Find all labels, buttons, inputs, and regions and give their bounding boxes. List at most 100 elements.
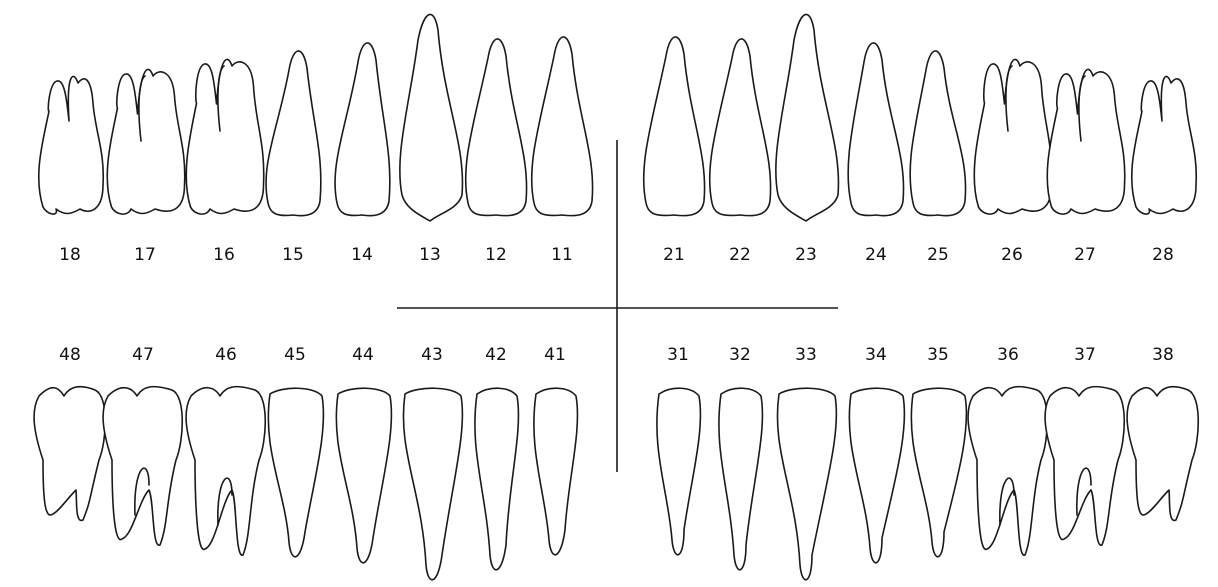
tooth-45-outline[interactable] <box>267 387 325 558</box>
tooth-11-outline[interactable] <box>530 36 594 217</box>
tooth-42-outline[interactable] <box>474 387 520 571</box>
tooth-label-31: 31 <box>667 345 689 365</box>
tooth-15[interactable] <box>265 50 322 217</box>
tooth-47[interactable] <box>102 385 184 546</box>
tooth-24[interactable] <box>847 42 905 217</box>
tooth-44[interactable] <box>335 387 393 564</box>
tooth-25[interactable] <box>909 50 967 217</box>
tooth-23[interactable] <box>775 13 840 222</box>
tooth-label-36: 36 <box>997 345 1019 365</box>
tooth-37-outline[interactable] <box>1044 385 1126 546</box>
tooth-46-outline[interactable] <box>185 385 267 556</box>
tooth-18[interactable] <box>37 75 105 215</box>
tooth-label-16: 16 <box>213 245 235 265</box>
tooth-11[interactable] <box>530 36 594 217</box>
tooth-44-outline[interactable] <box>335 387 393 564</box>
tooth-14-outline[interactable] <box>334 42 391 217</box>
tooth-label-33: 33 <box>795 345 817 365</box>
tooth-12-outline[interactable] <box>464 38 528 217</box>
tooth-18-outline[interactable] <box>37 75 105 215</box>
tooth-label-28: 28 <box>1152 245 1174 265</box>
tooth-label-37: 37 <box>1074 345 1096 365</box>
tooth-28[interactable] <box>1130 75 1198 215</box>
tooth-label-24: 24 <box>865 245 887 265</box>
tooth-38[interactable] <box>1126 385 1200 522</box>
tooth-12[interactable] <box>464 38 528 217</box>
tooth-label-14: 14 <box>351 245 373 265</box>
tooth-21-outline[interactable] <box>642 36 706 217</box>
tooth-16-furcation <box>217 65 225 132</box>
tooth-label-11: 11 <box>551 245 573 265</box>
tooth-label-48: 48 <box>59 345 81 365</box>
tooth-label-21: 21 <box>663 245 685 265</box>
tooth-34[interactable] <box>848 387 906 564</box>
tooth-46[interactable] <box>185 385 267 556</box>
tooth-16[interactable] <box>185 58 265 215</box>
tooth-22[interactable] <box>708 38 772 217</box>
tooth-17[interactable] <box>106 68 186 215</box>
tooth-27[interactable] <box>1046 68 1126 215</box>
tooth-14[interactable] <box>334 42 391 217</box>
tooth-35-outline[interactable] <box>910 387 968 558</box>
tooth-label-47: 47 <box>132 345 154 365</box>
tooth-21[interactable] <box>642 36 706 217</box>
tooth-13[interactable] <box>399 13 464 222</box>
tooth-label-25: 25 <box>927 245 949 265</box>
tooth-label-17: 17 <box>134 245 156 265</box>
tooth-37-furcation <box>1076 467 1092 516</box>
tooth-35[interactable] <box>910 387 968 558</box>
tooth-13-outline[interactable] <box>399 13 464 222</box>
tooth-32[interactable] <box>718 387 764 571</box>
tooth-27-outline[interactable] <box>1046 68 1126 215</box>
tooth-47-outline[interactable] <box>102 385 184 546</box>
tooth-38-outline[interactable] <box>1126 385 1200 522</box>
tooth-label-32: 32 <box>729 345 751 365</box>
tooth-label-46: 46 <box>215 345 237 365</box>
tooth-label-41: 41 <box>544 345 566 365</box>
tooth-32-outline[interactable] <box>718 387 764 571</box>
tooth-34-outline[interactable] <box>848 387 906 564</box>
teeth-layer <box>33 13 1200 581</box>
tooth-label-27: 27 <box>1074 245 1096 265</box>
tooth-31-outline[interactable] <box>656 387 702 556</box>
tooth-36-outline[interactable] <box>967 385 1049 556</box>
tooth-16-outline[interactable] <box>185 58 265 215</box>
tooth-26[interactable] <box>973 58 1053 215</box>
tooth-31[interactable] <box>656 387 702 556</box>
tooth-24-outline[interactable] <box>847 42 905 217</box>
tooth-22-outline[interactable] <box>708 38 772 217</box>
tooth-37[interactable] <box>1044 385 1126 546</box>
tooth-15-outline[interactable] <box>265 50 322 217</box>
tooth-47-furcation <box>134 467 150 516</box>
tooth-label-38: 38 <box>1152 345 1174 365</box>
tooth-43-outline[interactable] <box>402 387 464 581</box>
tooth-43[interactable] <box>402 387 464 581</box>
tooth-46-furcation <box>217 477 233 526</box>
tooth-27-furcation <box>1078 75 1086 142</box>
tooth-36[interactable] <box>967 385 1049 556</box>
tooth-28-outline[interactable] <box>1130 75 1198 215</box>
tooth-41-outline[interactable] <box>533 387 579 556</box>
tooth-label-34: 34 <box>865 345 887 365</box>
tooth-label-43: 43 <box>421 345 443 365</box>
tooth-36-furcation <box>999 477 1015 526</box>
tooth-48-outline[interactable] <box>33 385 107 522</box>
tooth-45[interactable] <box>267 387 325 558</box>
tooth-23-outline[interactable] <box>775 13 840 222</box>
tooth-41[interactable] <box>533 387 579 556</box>
tooth-33[interactable] <box>776 387 838 581</box>
tooth-label-42: 42 <box>485 345 507 365</box>
tooth-26-outline[interactable] <box>973 58 1053 215</box>
tooth-48[interactable] <box>33 385 107 522</box>
tooth-42[interactable] <box>474 387 520 571</box>
tooth-33-outline[interactable] <box>776 387 838 581</box>
tooth-25-outline[interactable] <box>909 50 967 217</box>
tooth-label-35: 35 <box>927 345 949 365</box>
tooth-17-furcation <box>138 75 146 142</box>
tooth-label-22: 22 <box>729 245 751 265</box>
tooth-label-23: 23 <box>795 245 817 265</box>
tooth-17-outline[interactable] <box>106 68 186 215</box>
tooth-label-13: 13 <box>419 245 441 265</box>
